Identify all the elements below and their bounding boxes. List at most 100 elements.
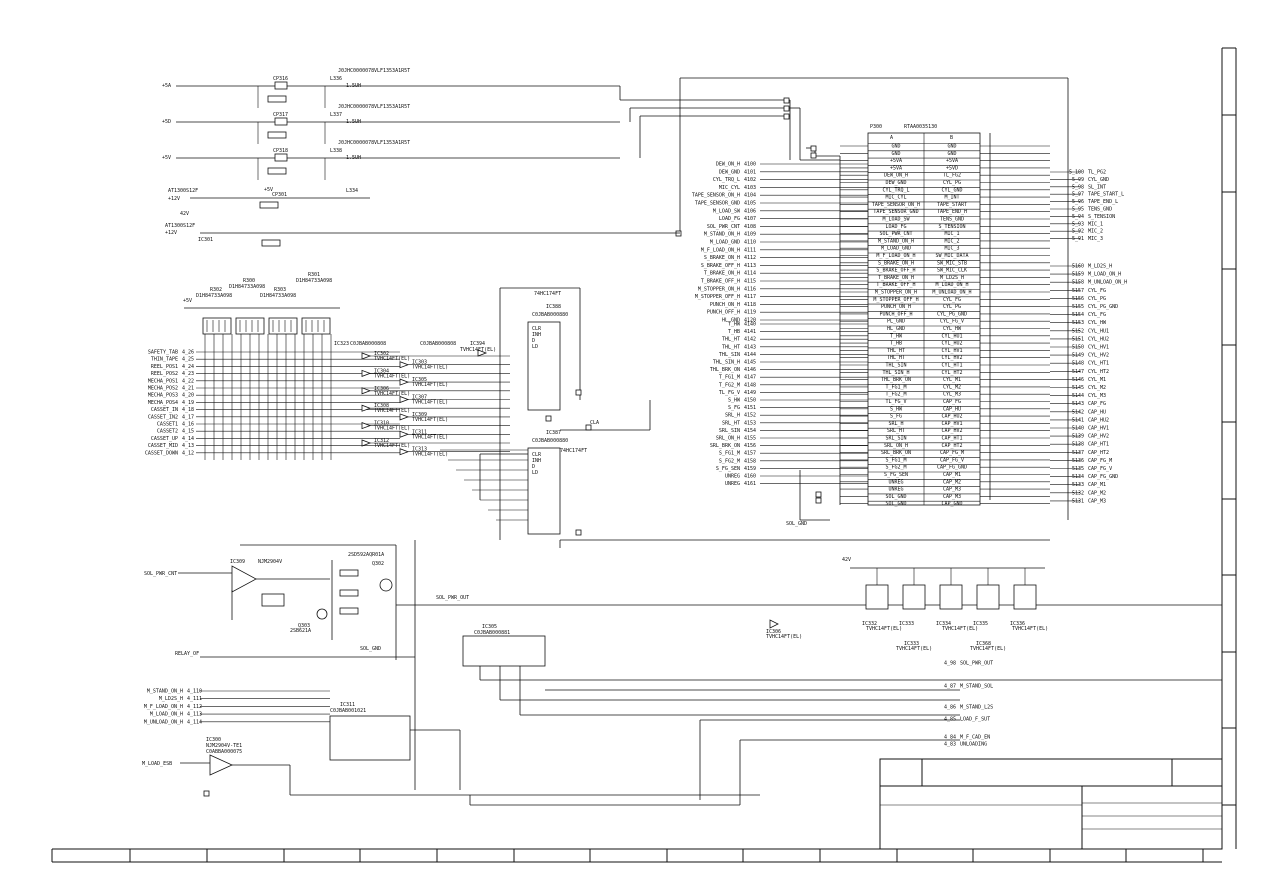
right-out2-pin-21: 5139	[1072, 434, 1084, 440]
left-signal2-pin-12: 4152	[744, 413, 756, 419]
left-input-3: REEL_POS2	[151, 371, 178, 377]
sol-pwr-cnt-label: SOL_PWR_CNT	[144, 571, 177, 577]
connector-a-17: S_BRAKE_OFF_H	[876, 268, 915, 274]
gate-chip-3	[976, 584, 1000, 610]
rb-out-pin-3: 4_85	[944, 717, 956, 723]
connector-a-24: PL_GND	[887, 319, 905, 325]
connector-b-1: GND	[947, 151, 956, 157]
left-input-8: CASSET_IN	[151, 407, 178, 413]
inverter-ref-5: IC307	[412, 395, 427, 401]
left-signal2-15: SRL_ON_H	[716, 436, 740, 442]
right-out2-23: CAP_HT2	[1088, 450, 1109, 456]
inv-hdr-a: IC323	[334, 341, 349, 347]
gate-inverter	[769, 619, 779, 629]
inverter-8	[361, 422, 372, 430]
inverter-section: IC302TVHC14FT(EL)IC303TVHC14FT(EL)IC304T…	[334, 341, 510, 458]
right-out2-9: CYL_HU2	[1088, 336, 1109, 342]
connector-a-42: SRL_BRK_ON	[881, 450, 911, 456]
latch-part-0: C0JBAB000880	[532, 312, 568, 318]
left-signal-pin-2: 4102	[744, 177, 756, 183]
left-signal2-11: S_FG	[728, 405, 740, 411]
right-out2-pin-26: 5134	[1072, 474, 1084, 480]
left-input-2: REEL_POS1	[151, 364, 178, 370]
left-signal2-8: T_FG2_M	[719, 382, 740, 388]
connector-b-4: TL_FG2	[943, 173, 961, 179]
bottom-ic2-part: C0JBAB000881	[474, 630, 510, 636]
bottom-input-2: M_F_LOAD_ON_H	[144, 704, 183, 710]
latch-pin-0-0: CLR	[532, 326, 542, 332]
connector-b-11: S_TENSION	[938, 224, 965, 230]
left-signal-pin-3: 4103	[744, 185, 756, 191]
left-input-pin-7: 4_19	[182, 400, 194, 406]
connector-b-39: CAP_HV2	[941, 428, 962, 434]
opamp-ic309	[231, 565, 257, 593]
power-l-2: L338	[330, 148, 342, 154]
left-signal2-pin-9: 4149	[744, 390, 756, 396]
left-signal2-4: THL_SIN	[719, 352, 740, 358]
left-signal-pin-9: 4109	[744, 232, 756, 238]
left-input-pin-9: 4_17	[182, 414, 194, 420]
left-signal2-2: THL_HT	[722, 337, 740, 343]
connector-a-47: UNREG	[888, 487, 903, 493]
connector-a-31: THL_SIN_H	[882, 370, 909, 376]
right-out-pin-4: 5_96	[1072, 199, 1084, 205]
left-input-pin-3: 4_23	[182, 371, 194, 377]
connector-a-45: S_FG_SEN	[884, 472, 908, 478]
right-out-pin-8: 5_92	[1072, 229, 1084, 235]
left-signal2-20: UNREG	[725, 474, 740, 480]
left-signal-pin-19: 4119	[744, 310, 756, 316]
bottom-input-pin-2: 4_112	[187, 704, 202, 710]
inverter-part-1: TVHC14FT(EL)	[412, 365, 448, 371]
left-signal2-12: SRL_H	[725, 413, 740, 419]
right-out-pin-2: 5_98	[1072, 184, 1084, 190]
inv-hdr-d: IC394	[470, 341, 485, 347]
left-signal2-pin-18: 4158	[744, 458, 756, 464]
left-input-pin-13: 4_13	[182, 443, 194, 449]
connector-a-12: SOL_PWR_CNT	[879, 231, 912, 237]
left-signal2-pin-17: 4157	[744, 451, 756, 457]
left-signal2-pin-15: 4155	[744, 436, 756, 442]
left-input-14: CASSET_DOWN	[145, 450, 178, 456]
inverter-ref-9: IC311	[412, 429, 427, 435]
left-signal-pin-0: 4100	[744, 162, 756, 168]
right-out2-pin-18: 5142	[1072, 409, 1084, 415]
connector-a-43: S_FG1_M	[885, 457, 906, 463]
left-signal2-pin-21: 4161	[744, 481, 756, 487]
connector-a-41: SRL_ON_H	[884, 443, 908, 449]
inverter-9	[399, 430, 410, 438]
inv-hdr-e: TVHC14FT(EL)	[460, 347, 496, 353]
right-out2-29: CAP_M3	[1088, 498, 1106, 504]
gate-row-net: 42V	[842, 557, 851, 563]
rb-out-pin-4: 4_84	[944, 735, 956, 741]
opamp-ref: IC309	[230, 559, 245, 565]
left-signal-14: T_BRAKE_ON_H	[704, 271, 740, 277]
connector-a-33: T_FG1_M	[885, 384, 906, 390]
latch-1	[527, 447, 561, 535]
connector-a-11: LOAD_FG	[885, 224, 906, 230]
opamp-part: NJM2904V	[258, 559, 282, 565]
left-signal2-18: S_FG2_M	[719, 458, 740, 464]
frame-column-ticks	[51, 849, 1222, 863]
right-out2-11: CYL_HV2	[1088, 353, 1109, 359]
inverter-ref-3: IC305	[412, 377, 427, 383]
solenoid-driver-section: SOL_PWR_CNT IC309 NJM2904V 2SB621A Q303 …	[144, 540, 1222, 790]
connector-a-19: T_BRAKE_OFF_H	[876, 282, 915, 288]
connector-b-49: CAP_GND	[941, 501, 962, 507]
connector-a-0: GND	[891, 144, 900, 150]
right-out2-pin-6: 5154	[1072, 312, 1084, 318]
connector-a-15: M_F_LOAD_ON_H	[876, 253, 915, 259]
left-signal-19: PUNCH_OFF_H	[707, 310, 740, 316]
cp-marker-f	[675, 230, 682, 237]
connector-b-34: CYL_M3	[943, 392, 961, 398]
connector-b-35: CAP_FG	[943, 399, 961, 405]
latch-0	[527, 321, 561, 411]
inverter-ref-6: IC308	[374, 403, 389, 409]
left-input-pin-6: 4_20	[182, 393, 194, 399]
right-out2-26: CAP_FG_GND	[1088, 474, 1118, 480]
regulator2-part: AT1300S12F	[165, 223, 195, 229]
connector-b-33: CYL_M2	[943, 384, 961, 390]
inverter-part-3: TVHC14FT(EL)	[412, 382, 448, 388]
left-input-6: MECHA_POS3	[148, 393, 178, 399]
rb-out-pin-2: 4_86	[944, 705, 956, 711]
